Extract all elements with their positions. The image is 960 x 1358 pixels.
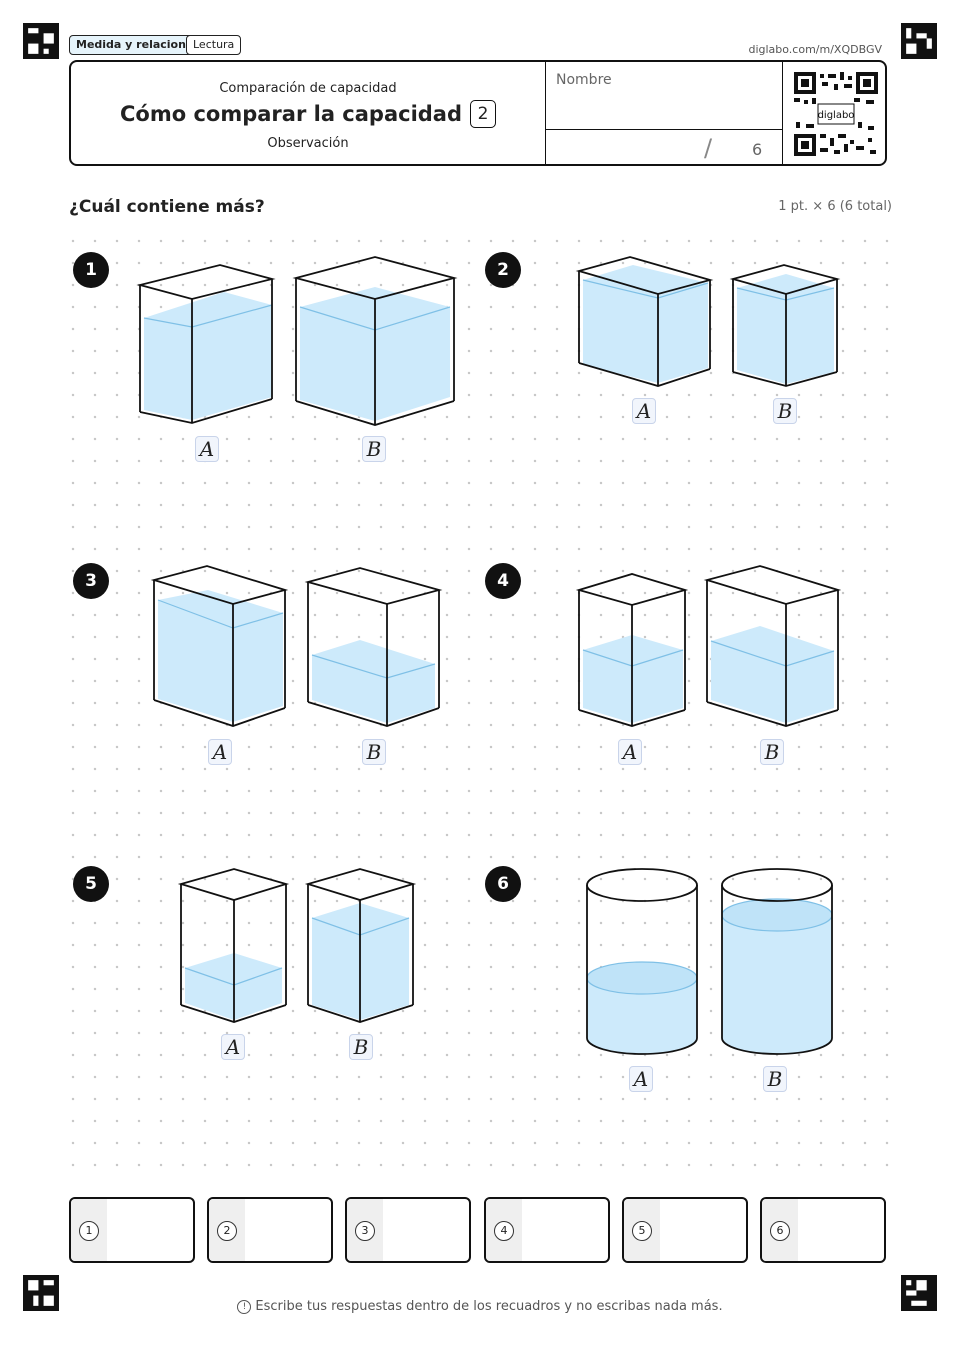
problem-number-6: 6 [485,866,521,902]
page-title: Cómo comparar la capacidad [120,102,462,126]
label-a-6: A [629,1066,653,1092]
label-b-3: B [362,739,386,765]
label-b-6: B [763,1066,787,1092]
answer-number-3: 3 [355,1221,375,1241]
label-a-4: A [618,739,642,765]
answer-box-6[interactable]: 6 [760,1197,886,1263]
answer-number-4: 4 [494,1221,514,1241]
container-b-box [304,567,443,727]
answer-box-1[interactable]: 1 [69,1197,195,1263]
answer-number-5: 5 [632,1221,652,1241]
worksheet-type: Observación [267,136,349,151]
problem-1-containers [136,256,458,426]
points-info: 1 pt. × 6 (6 total) [778,199,892,214]
label-b-1: B [362,436,386,462]
container-b-box [729,264,841,387]
title-row: Cómo comparar la capacidad 2 [71,100,545,128]
answer-box-2[interactable]: 2 [207,1197,333,1263]
problem-4-containers [575,565,842,727]
footer-note: !Escribe tus respuestas dentro de los re… [0,1299,960,1314]
problem-number-4: 4 [485,563,521,599]
answer-number-2: 2 [217,1221,237,1241]
label-a-3: A [208,739,232,765]
container-b-box [703,565,842,727]
answer-box-4[interactable]: 4 [484,1197,610,1263]
qr-code-icon: diglabo [794,72,878,156]
worksheet-header: Comparación de capacidad Cómo comparar l… [69,60,887,166]
category-tag: Medida y relaciones [69,35,207,55]
corner-marker-top-left [23,23,59,59]
container-b-cylinder [721,868,833,1055]
label-b-5: B [349,1034,373,1060]
worksheet-number-badge: 2 [470,100,496,128]
problem-3-containers [150,565,443,727]
problem-2-containers [575,256,841,387]
answer-number-1: 1 [79,1221,99,1241]
answer-box-3[interactable]: 3 [345,1197,471,1263]
container-a-box [150,565,289,727]
name-field-label: Nombre [556,72,612,88]
subtitle: Comparación de capacidad [219,81,397,96]
container-a-box [575,256,714,387]
problem-5-containers [177,868,417,1023]
title-panel: Comparación de capacidad Cómo comparar l… [71,62,546,164]
problem-number-1: 1 [73,252,109,288]
answer-number-6: 6 [770,1221,790,1241]
container-a-box [575,573,689,727]
container-a-box [177,868,290,1023]
label-b-2: B [773,398,797,424]
score-slash: / [704,134,713,162]
problem-number-3: 3 [73,563,109,599]
container-b-box [304,868,417,1023]
corner-marker-top-right [901,23,937,59]
qr-logo-text: diglabo [818,110,855,121]
container-a-box [136,264,276,424]
label-a-2: A [632,398,656,424]
score-divider [546,129,782,130]
answer-box-5[interactable]: 5 [622,1197,748,1263]
name-score-panel: Nombre / 6 [546,62,783,164]
container-a-cylinder [586,868,698,1055]
label-a-1: A [195,436,219,462]
problem-number-5: 5 [73,866,109,902]
exclamation-circle-icon: ! [237,1300,252,1314]
question-prompt: ¿Cuál contiene más? [69,197,265,217]
footer-text: Escribe tus respuestas dentro de los rec… [255,1299,723,1314]
problem-number-2: 2 [485,252,521,288]
label-a-5: A [221,1034,245,1060]
label-b-4: B [760,739,784,765]
container-b-box [292,256,458,426]
corner-marker-bottom-left [23,1275,59,1311]
score-total: 6 [752,140,763,159]
problem-6-containers [586,868,833,1055]
corner-marker-bottom-right [901,1275,937,1311]
worksheet-url: diglabo.com/m/XQDBGV [748,43,882,56]
skill-tag: Lectura [186,35,242,55]
